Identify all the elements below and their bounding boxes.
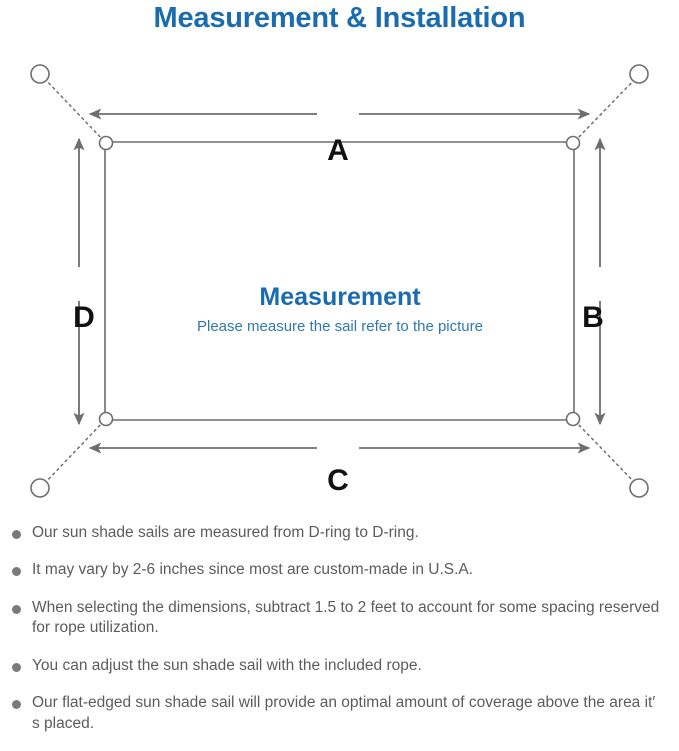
anchor-point-top-right — [629, 64, 649, 84]
list-item: Our flat-edged sun shade sail will provi… — [0, 693, 679, 734]
anchor-point-top-left — [30, 64, 50, 84]
dimension-label-d: D — [73, 301, 95, 334]
dimension-label-b: B — [582, 301, 604, 334]
bullet-icon — [12, 604, 21, 614]
measurement-diagram: A B C D Measurement Please measure the s… — [0, 45, 679, 515]
page-title: Measurement & Installation — [153, 2, 526, 34]
diagram-svg — [30, 64, 649, 498]
d-ring-bottom-left — [98, 411, 114, 427]
list-item-text: Our flat-edged sun shade sail will provi… — [32, 694, 656, 732]
rope-bottom-right — [574, 420, 638, 486]
list-item: It may vary by 2-6 inches since most are… — [0, 560, 679, 580]
list-item: When selecting the dimensions, subtract … — [0, 598, 679, 639]
d-ring-bottom-right — [565, 411, 581, 427]
anchor-point-bottom-left — [30, 478, 50, 498]
bullet-icon — [12, 567, 21, 577]
rope-top-left — [42, 76, 105, 142]
list-item-text: You can adjust the sun shade sail with t… — [32, 656, 422, 674]
d-ring-top-right — [565, 135, 581, 151]
d-ring-top-left — [98, 135, 114, 151]
list-item: Our sun shade sails are measured from D-… — [0, 523, 679, 543]
anchor-point-bottom-right — [629, 478, 649, 498]
notes-list: Our sun shade sails are measured from D-… — [0, 523, 679, 751]
sail-body — [104, 141, 575, 421]
dimension-label-a: A — [327, 134, 349, 167]
list-item: You can adjust the sun shade sail with t… — [0, 656, 679, 676]
dimension-label-c: C — [327, 464, 349, 497]
bullet-icon — [12, 662, 21, 672]
list-item-text: Our sun shade sails are measured from D-… — [32, 524, 419, 541]
rope-top-right — [574, 76, 638, 142]
bullet-icon — [12, 700, 21, 710]
bullet-icon — [12, 530, 21, 539]
list-item-text: When selecting the dimensions, subtract … — [32, 598, 660, 637]
rope-bottom-left — [42, 420, 105, 486]
list-item-text: It may vary by 2-6 inches since most are… — [32, 561, 474, 579]
